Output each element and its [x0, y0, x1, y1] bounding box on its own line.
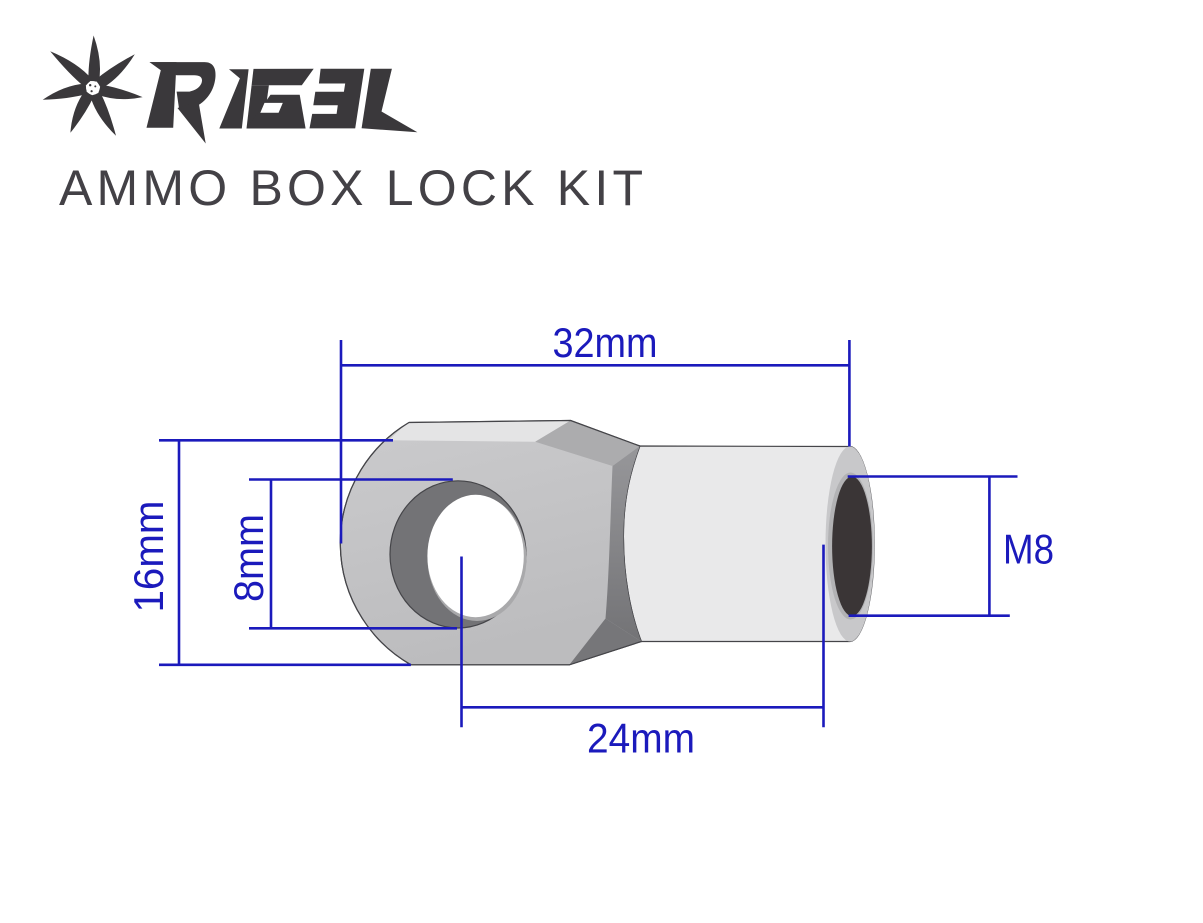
svg-text:8mm: 8mm — [225, 514, 272, 602]
svg-text:16mm: 16mm — [125, 501, 172, 613]
svg-text:AMMO BOX LOCK KIT: AMMO BOX LOCK KIT — [59, 160, 643, 216]
svg-text:32mm: 32mm — [553, 319, 658, 366]
svg-text:24mm: 24mm — [587, 715, 695, 762]
svg-text:M8: M8 — [1003, 526, 1054, 573]
